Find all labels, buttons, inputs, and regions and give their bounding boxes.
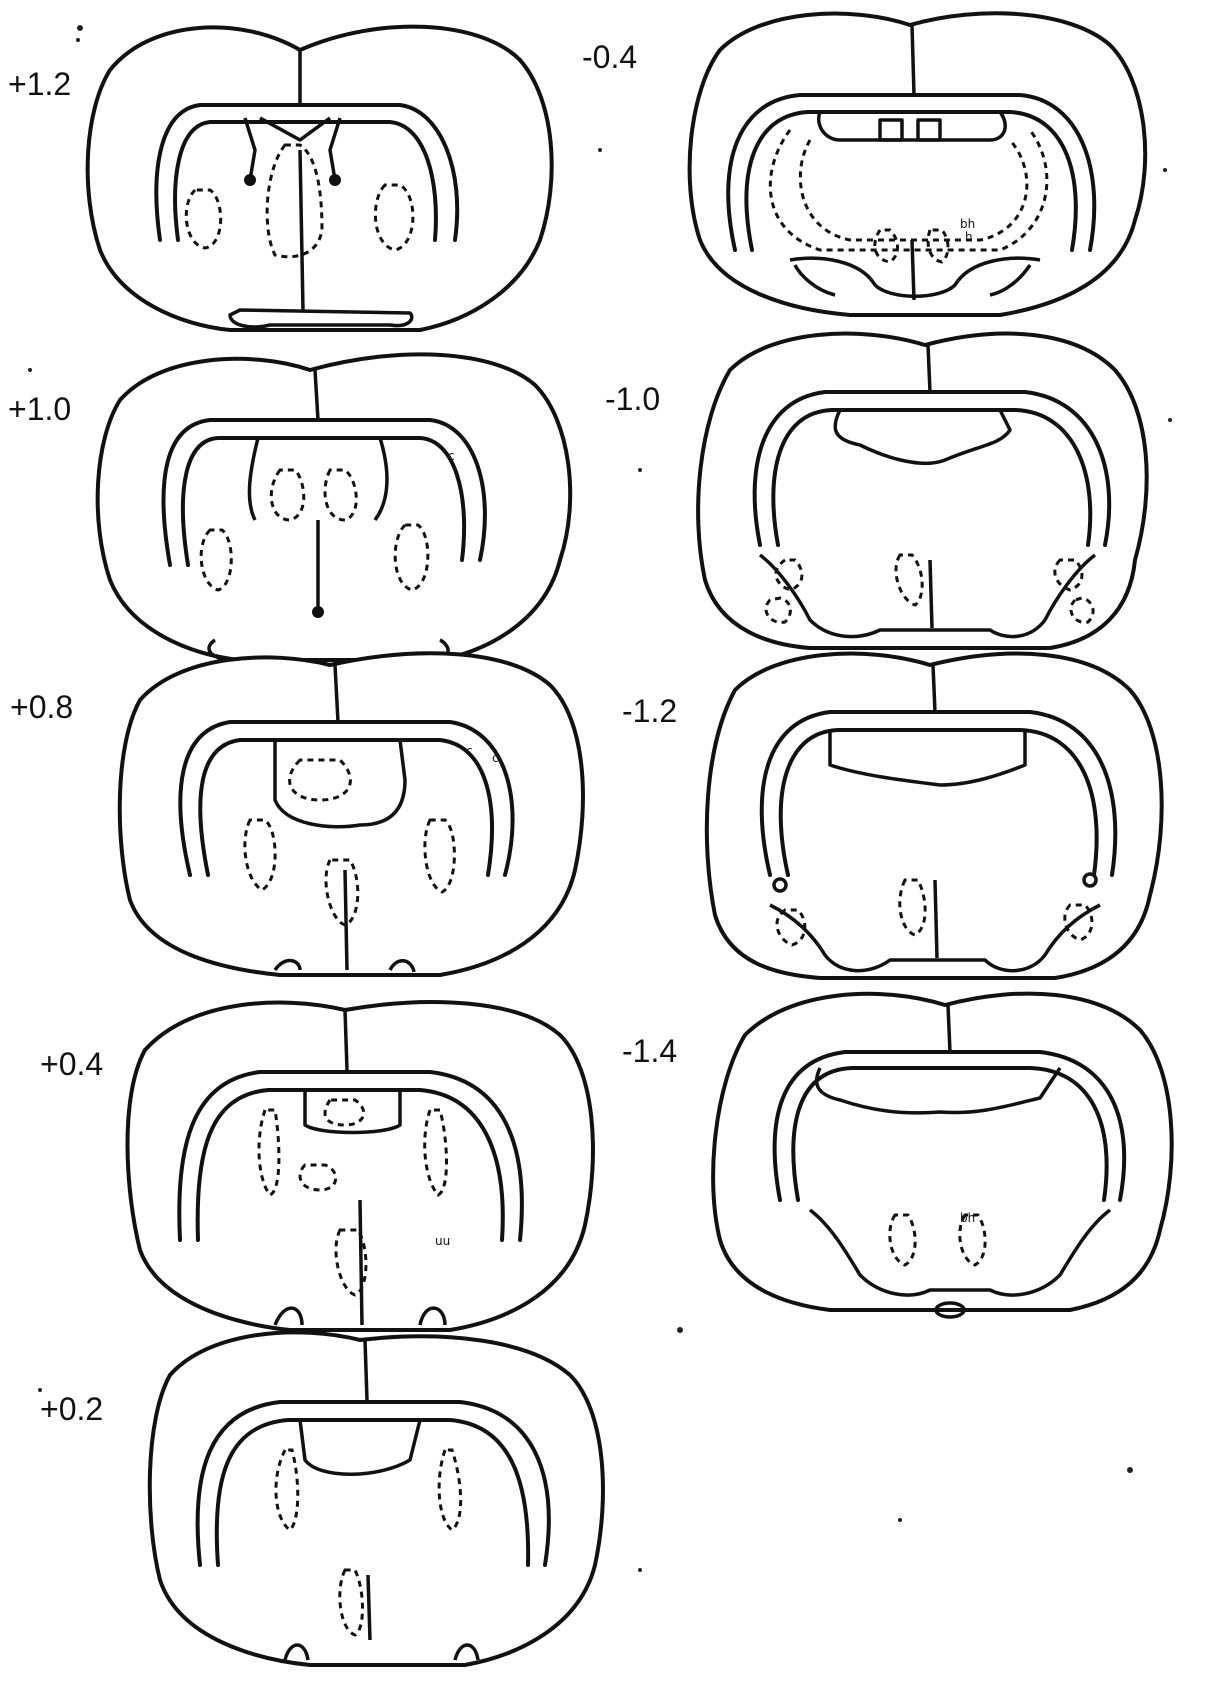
section-plus-0-2: +0.2: [40, 1332, 603, 1665]
brain-outline: [98, 354, 571, 660]
section-label: -1.0: [605, 381, 660, 417]
region-mark: c: [448, 449, 455, 463]
region-mark: bh: [960, 1211, 975, 1225]
section-label: -1.4: [622, 1033, 677, 1069]
section-minus-1-0: -1.0: [605, 334, 1147, 648]
region-mark: c: [466, 744, 473, 758]
section-plus-1-2: +1.2: [8, 27, 552, 330]
brain-outline: [713, 994, 1172, 1310]
section-label: +0.8: [10, 689, 73, 725]
region-mark: c: [492, 751, 499, 765]
section-plus-0-8: c c +0.8: [10, 653, 583, 975]
section-plus-0-4: uu +0.4: [40, 1002, 593, 1330]
section-plus-1-0: c +1.0: [8, 354, 570, 660]
section-minus-1-4: bh -1.4: [622, 994, 1172, 1317]
section-label: +0.2: [40, 1391, 103, 1427]
section-minus-1-2: -1.2: [622, 654, 1162, 978]
section-label: -1.2: [622, 693, 677, 729]
section-minus-0-4: bh h -0.4: [582, 13, 1145, 315]
region-mark: bh: [960, 217, 975, 231]
section-label: +1.0: [8, 391, 71, 427]
region-mark: uu: [435, 1234, 450, 1248]
brain-outline: [690, 13, 1146, 315]
section-label: +1.2: [8, 66, 71, 102]
region-mark: h: [965, 230, 973, 244]
section-label: +0.4: [40, 1046, 103, 1082]
section-label: -0.4: [582, 39, 637, 75]
brain-outline: [698, 334, 1147, 648]
